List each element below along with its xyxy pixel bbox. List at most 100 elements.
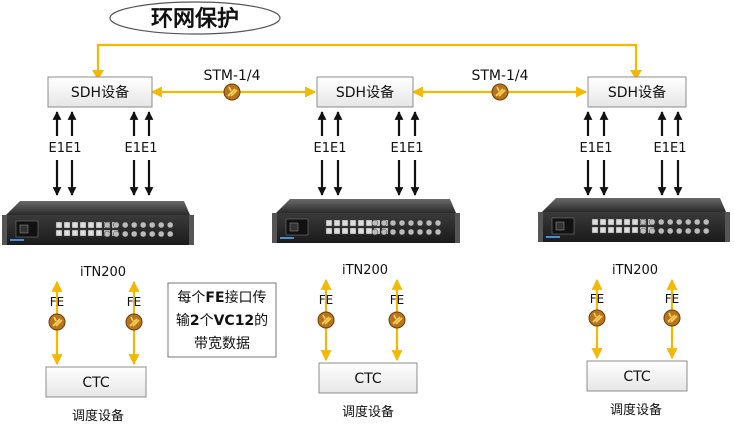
bnc-connector-icon xyxy=(130,230,138,238)
bnc-connector-icon xyxy=(398,219,406,227)
bnc-connector-icon xyxy=(702,227,710,235)
fiber-icon xyxy=(388,311,406,329)
port-icon xyxy=(333,227,341,235)
ctc-label: CTC xyxy=(623,369,651,385)
rack-ear xyxy=(455,213,460,243)
port-icon xyxy=(325,227,333,235)
port-icon xyxy=(63,221,71,229)
bnc-connector-icon xyxy=(684,227,692,235)
svg-text:输2个VC12的: 输2个VC12的 xyxy=(176,313,268,329)
port-icon xyxy=(365,227,373,235)
fe-label: FE xyxy=(665,292,679,306)
power-socket xyxy=(555,221,565,231)
fe-label: FE xyxy=(390,293,404,307)
port-icon xyxy=(599,218,607,226)
itn200-device-1 xyxy=(2,201,194,245)
sdh-device-2: SDH设备 xyxy=(316,76,414,108)
port-icon xyxy=(591,226,599,234)
fiber-icon xyxy=(125,313,143,331)
port-icon xyxy=(341,219,349,227)
bnc-connector-icon xyxy=(121,230,129,238)
stm-label-2: STM-1/4 xyxy=(471,68,528,84)
ctc-device-3: CTC xyxy=(586,360,688,392)
port-icon xyxy=(63,229,71,237)
port-icon xyxy=(591,218,599,226)
chassis-top xyxy=(6,201,190,215)
bnc-connector-icon xyxy=(407,228,415,236)
bnc-connector-icon xyxy=(157,221,165,229)
bnc-connector-icon xyxy=(666,218,674,226)
sdh-label: SDH设备 xyxy=(336,84,394,101)
ctc-device-1: CTC xyxy=(45,366,147,398)
sdh-label: SDH设备 xyxy=(608,84,666,101)
bnc-connector-icon xyxy=(148,230,156,238)
bnc-connector-icon xyxy=(648,218,656,226)
bnc-connector-icon xyxy=(380,228,388,236)
port-icon xyxy=(87,229,95,237)
bnc-connector-icon xyxy=(166,230,174,238)
device-label: iTN200 xyxy=(80,265,126,280)
bnc-connector-icon xyxy=(675,218,683,226)
bnc-connector-icon xyxy=(389,228,397,236)
bnc-connector-icon xyxy=(103,230,111,238)
port-icon xyxy=(333,219,341,227)
port-icon xyxy=(599,226,607,234)
power-socket xyxy=(19,224,29,234)
bnc-connector-icon xyxy=(380,219,388,227)
bnc-connector-icon xyxy=(371,228,379,236)
e1-arrows xyxy=(52,111,683,196)
brand-mark xyxy=(546,236,560,238)
bnc-connector-icon xyxy=(425,219,433,227)
rack-ear xyxy=(725,212,730,242)
rack-ear xyxy=(2,215,7,245)
device-label: iTN200 xyxy=(612,263,658,278)
bnc-connector-icon xyxy=(157,230,165,238)
port-icon xyxy=(55,229,63,237)
bnc-connector-icon xyxy=(371,219,379,227)
e1-label: E1E1 xyxy=(580,141,613,156)
port-icon xyxy=(349,227,357,235)
note-text: FE xyxy=(205,290,224,306)
bnc-connector-icon xyxy=(657,227,665,235)
bnc-connector-icon xyxy=(639,227,647,235)
ring-path xyxy=(92,43,642,80)
port-icon xyxy=(95,229,103,237)
note-text: 接口传 xyxy=(225,289,267,306)
bnc-connector-icon xyxy=(389,219,397,227)
svg-text:每个FE接口传: 每个FE接口传 xyxy=(177,289,266,306)
stm-label-1: STM-1/4 xyxy=(203,68,260,84)
ctc-device-2: CTC xyxy=(318,362,418,394)
bnc-connector-icon xyxy=(648,227,656,235)
fe-label: FE xyxy=(319,293,333,307)
port-icon xyxy=(631,218,639,226)
fiber-icon xyxy=(588,309,606,327)
note-text: 的 xyxy=(254,313,268,329)
dispatch-label: 调度设备 xyxy=(610,402,662,418)
bandwidth-note: 每个FE接口传 输2个VC12的 带宽数据 xyxy=(167,282,277,358)
fe-label: FE xyxy=(590,292,604,306)
note-text: 带宽数据 xyxy=(194,335,250,352)
fiber-icon xyxy=(223,83,241,101)
title-badge: 环网保护 xyxy=(109,1,281,35)
bnc-connector-icon xyxy=(148,221,156,229)
port-icon xyxy=(349,219,357,227)
fiber-icon xyxy=(491,83,509,101)
e1-label: E1E1 xyxy=(49,141,82,156)
dispatch-label: 调度设备 xyxy=(72,408,124,424)
bnc-connector-icon xyxy=(639,218,647,226)
port-icon xyxy=(87,221,95,229)
bnc-connector-icon xyxy=(130,221,138,229)
device-label: iTN200 xyxy=(342,263,388,278)
port-icon xyxy=(615,226,623,234)
port-icon xyxy=(631,226,639,234)
bnc-connector-icon xyxy=(434,228,442,236)
port-icon xyxy=(55,221,63,229)
bnc-connector-icon xyxy=(434,219,442,227)
brand-mark xyxy=(280,237,294,239)
chassis-top xyxy=(276,199,456,213)
note-text: VC12 xyxy=(214,313,255,329)
bnc-connector-icon xyxy=(425,228,433,236)
ctc-label: CTC xyxy=(82,375,110,391)
port-icon xyxy=(357,219,365,227)
rack-ear xyxy=(272,213,277,243)
